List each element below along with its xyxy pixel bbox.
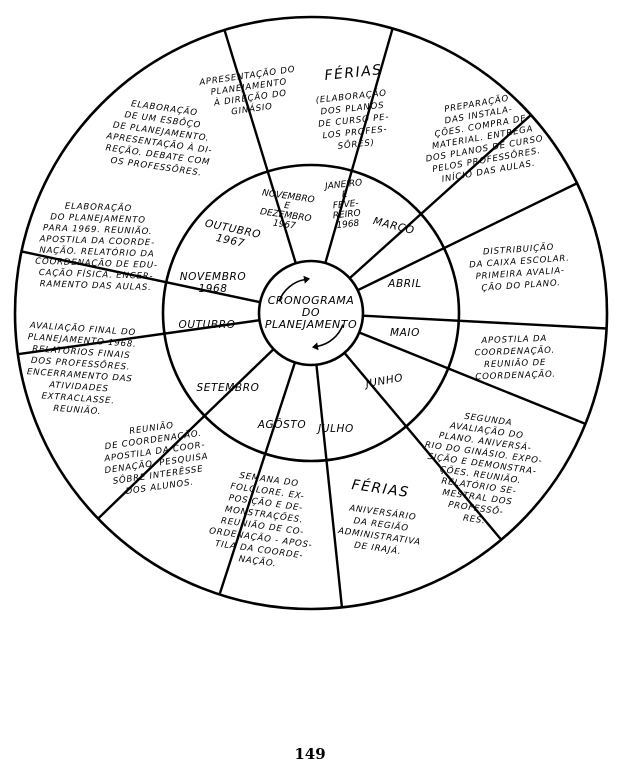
activity-ferias-2: ANIVERSÁRIODA REGIÃOADMINISTRATIVADE IRA… (335, 500, 425, 559)
activity-preparacao: PREPARAÇÃODAS INSTALA-ÇÕES. COMPRA DEMAT… (417, 88, 548, 187)
month-agosto-line: AGÔSTO (257, 418, 307, 431)
month-jan-fev-1968-line: E (341, 190, 348, 201)
activity-apostila-maio: APOSTILA DACOORDENAÇÃO.REUNIÃO DECOORDEN… (474, 334, 556, 383)
sector-divider (357, 182, 578, 292)
sector-divider (97, 348, 275, 520)
month-nov-dez-1967-line: E (283, 201, 290, 212)
activity-apostila-maio-line: APOSTILA DA (480, 334, 547, 346)
month-marco-line: MARÇO (372, 215, 416, 237)
activity-apostila-maio-line: COORDENAÇÃO. (474, 345, 555, 359)
month-setembro-line: SETEMBRO (197, 382, 260, 394)
activity-elaboracao-1969-line: COORDENAÇÃO DE EDU- (35, 256, 158, 271)
arrow-head (303, 275, 311, 284)
month-maio-line: MAIO (390, 327, 420, 339)
month-nov-dez-1967-line: 1967 (272, 219, 296, 232)
month-jan-fev-1968-line: 1968 (336, 219, 360, 231)
month-outubro-1967: OUTUBRO1967 (201, 217, 262, 252)
activity-ferias-1: (ELABORAÇÃODOS PLANOSDE CURSO PE-LOS PRO… (315, 87, 392, 153)
month-marco: MARÇO (372, 215, 416, 237)
activity-apostila-maio-line: REUNIÃO DE (484, 357, 546, 370)
activity-distribuicao: DISTRIBUIÇÃODA CAIXA ESCOLAR.PRIMEIRA AV… (468, 241, 572, 295)
activity-ferias-1-line: SÔRES) (337, 136, 375, 152)
activity-ferias-2-heading: FÉRIAS (351, 476, 411, 501)
activity-ferias-1-heading: FÉRIAS (324, 61, 384, 84)
month-jan-fev-1968-line: FEVE- (332, 199, 359, 212)
month-outubro-1967-line: 1967 (215, 232, 246, 250)
sector-divider (348, 114, 532, 280)
sector-divider (358, 331, 586, 425)
sector-divider (218, 362, 297, 595)
cycle-arrows (278, 275, 344, 351)
month-julho-line: JULHO (316, 423, 354, 435)
month-outubro-line: OUTUBRO (178, 319, 235, 331)
activity-elaboracao-1969-line: RAMENTO DAS AULAS. (40, 279, 152, 293)
activity-apresentacao: APRESENTAÇÃO DOPLANEJAMENTOÀ DIREÇÃO DOG… (198, 64, 301, 122)
activity-elaboracao-1969-line: PARA 1969. REUNIÃO. (43, 222, 153, 237)
activity-avaliacao-final: AVALIAÇÃO FINAL DOPLANEJAMENTO 1968.RELA… (23, 320, 138, 420)
month-outubro: OUTUBRO (178, 319, 235, 331)
sector-divider (324, 28, 394, 264)
center-title-line: PLANEJAMENTO (265, 318, 357, 331)
cycle-arrow (316, 324, 344, 348)
middle-circle (161, 163, 461, 463)
month-agosto: AGÔSTO (257, 418, 307, 431)
month-setembro: SETEMBRO (197, 382, 260, 394)
sector-divider (343, 352, 503, 541)
month-junho: JUNHO (363, 372, 404, 391)
activity-avaliacao-final-line: ATIVIDADES (48, 380, 109, 394)
month-jan-fev-1968: JANEIROEFEVE-REIRO1968 (323, 178, 367, 232)
activity-apostila-maio-line: COORDENAÇÃO. (475, 369, 556, 383)
page-number: 149 (294, 745, 326, 763)
sector-divider (362, 314, 607, 330)
month-novembro-1968-line: 1968 (198, 283, 227, 295)
activity-elaboracao-esboco: ELABORAÇÃODE UM ESBÔÇODE PLANEJAMENTO.AP… (102, 95, 218, 179)
sector-divider (21, 250, 261, 304)
center-circle (257, 259, 365, 367)
activity-elaboracao-1969-line: ELABORAÇÃO (65, 201, 133, 214)
month-julho: JULHO (316, 423, 354, 435)
month-abril-line: ABRIL (387, 278, 422, 290)
activity-ferias-2-heading-line: FÉRIAS (351, 476, 411, 501)
sector-divider (315, 364, 344, 608)
activity-elaboracao-1969-line: DO PLANEJAMENTO (50, 212, 146, 225)
month-nov-dez-1967: NOVEMBROEDEZEMBRO1967 (257, 188, 315, 233)
activity-ferias-1-heading-line: FÉRIAS (324, 61, 384, 84)
activity-elaboracao-1969: ELABORAÇÃODO PLANEJAMENTOPARA 1969. REUN… (34, 200, 160, 294)
activity-reuniao-setembro: REUNIÃODE COORDENAÇÃO.APOSTILA DA COOR-D… (99, 416, 212, 500)
activity-semana-folclore: SEMANA DOFOLCLORE. EX-POSIÇÃO E DE-MONST… (205, 468, 321, 574)
month-novembro-1968-line: NOVEMBRO (180, 271, 247, 283)
center-title-line: DO (302, 306, 320, 319)
activity-segunda-avaliacao-line: RES. (462, 513, 486, 526)
outer-circle (13, 15, 609, 611)
activity-distribuicao-line: DISTRIBUIÇÃO (483, 242, 555, 258)
month-jan-fev-1968-line: JANEIRO (323, 178, 363, 192)
month-maio: MAIO (390, 327, 420, 339)
sector-divider (17, 319, 260, 356)
month-jan-fev-1968-line: REIRO (332, 209, 361, 222)
month-abril: ABRIL (387, 278, 422, 290)
activity-avaliacao-final-line: REUNIÃO. (53, 403, 102, 417)
cycle-arrow (278, 278, 306, 302)
activity-semana-folclore-line: NAÇÃO. (238, 553, 277, 569)
activity-segunda-avaliacao: SEGUNDAAVALIAÇÃO DOPLANO. ANIVERSÁ-RIO D… (415, 407, 548, 533)
month-junho-line: JUNHO (363, 372, 404, 391)
activity-elaboracao-1969-line: APOSTILA DA COORDE- (38, 234, 155, 248)
sector-divider (223, 29, 297, 264)
diagram-outlines (13, 15, 609, 611)
center-title-line: CRONOGRAMA (268, 294, 355, 307)
arrow-head (311, 342, 319, 351)
outer-ring-activities: APRESENTAÇÃO DOPLANEJAMENTOÀ DIREÇÃO DOG… (23, 61, 572, 574)
